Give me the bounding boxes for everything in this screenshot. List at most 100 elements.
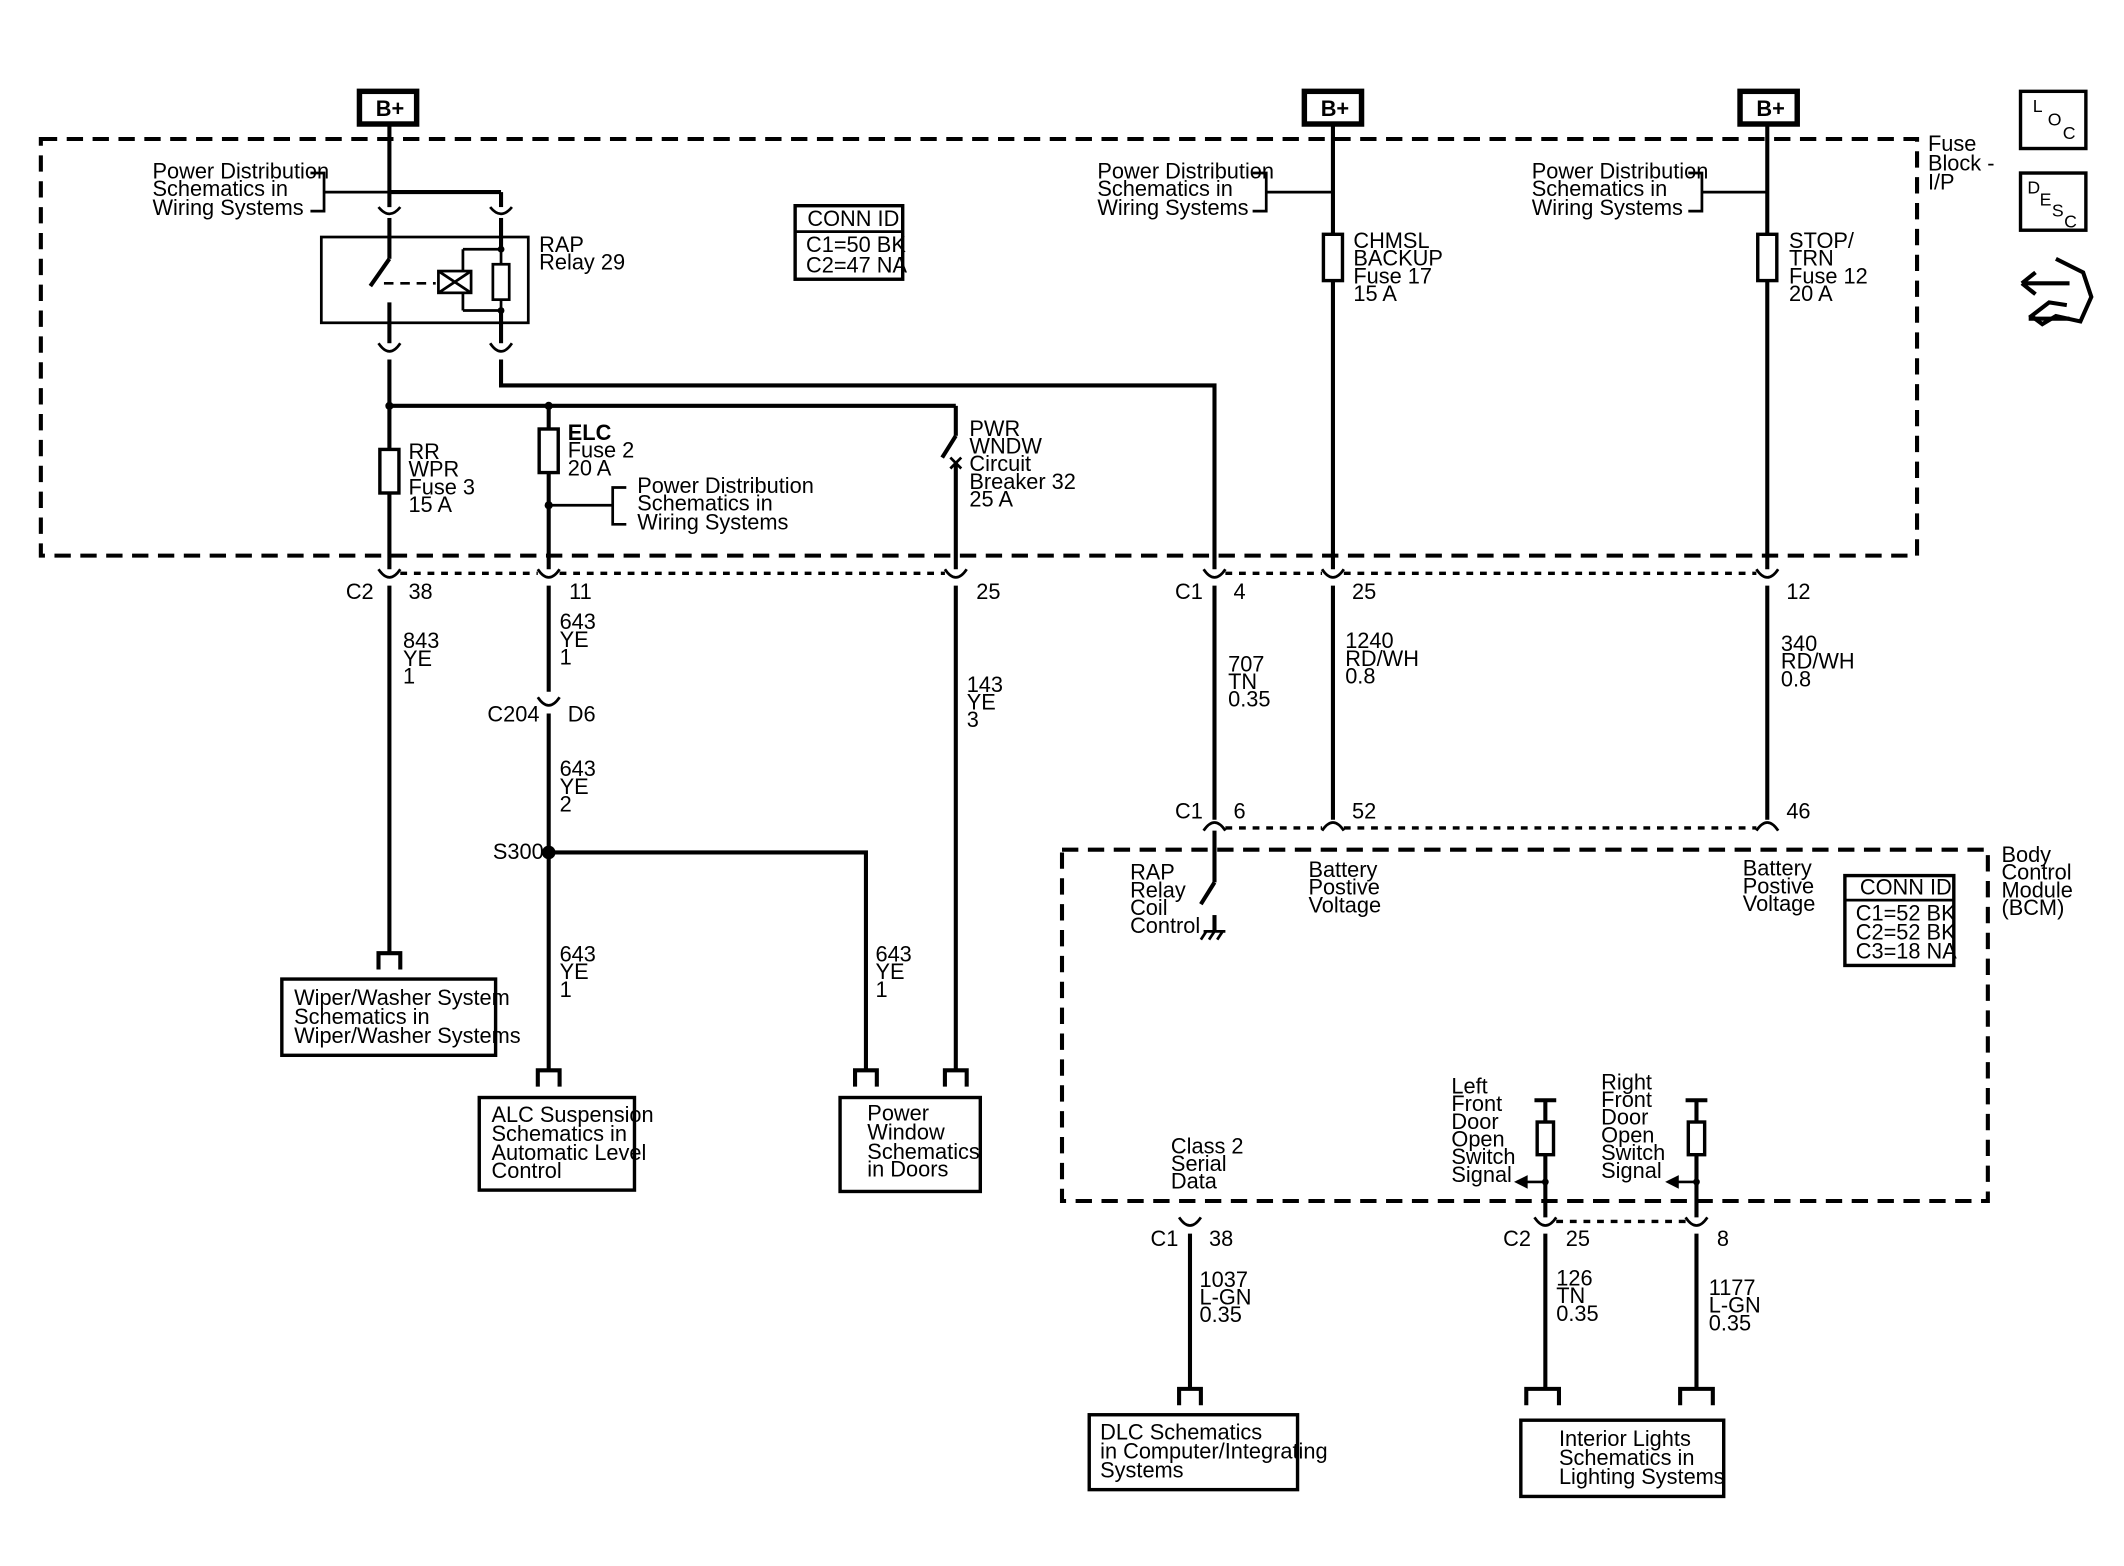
fuse-elc-label: ELC Fuse 2 20 A — [568, 420, 635, 480]
svg-text:38: 38 — [1209, 1226, 1233, 1251]
desc-button[interactable]: D E S C — [2018, 171, 2088, 232]
battery-voltage-label-1: Battery Postive Voltage — [1308, 857, 1381, 917]
connector-tool-icon[interactable] — [2020, 256, 2094, 327]
svg-text:C: C — [2063, 123, 2076, 143]
svg-text:Wiring Systems: Wiring Systems — [1097, 195, 1248, 220]
svg-text:Control: Control — [2001, 860, 2071, 885]
fuse-block-boundary — [38, 136, 1920, 558]
svg-text:Class 2: Class 2 — [1171, 1133, 1244, 1158]
fuse-rr-wpr-label: RR WPR Fuse 3 15 A — [408, 439, 475, 517]
svg-text:Data: Data — [1171, 1169, 1218, 1194]
svg-text:Wiper/Washer System: Wiper/Washer System — [294, 985, 510, 1010]
svg-text:E: E — [2040, 190, 2052, 210]
svg-text:C1=52 BK: C1=52 BK — [1856, 901, 1956, 926]
svg-text:L: L — [2033, 96, 2043, 116]
svg-text:Schematics in: Schematics in — [1532, 176, 1667, 201]
wire-1037-label: 1037 L-GN 0.35 — [1200, 1267, 1252, 1327]
svg-text:340: 340 — [1781, 631, 1817, 656]
wire-643a-label: 643 YE 1 — [560, 609, 596, 669]
svg-text:S300: S300 — [493, 839, 544, 864]
right-door-signal: Right Front Door Open Switch Signal — [1601, 1069, 1708, 1218]
svg-text:643: 643 — [560, 609, 596, 634]
svg-text:RD/WH: RD/WH — [1781, 649, 1855, 674]
ref-wiper-washer[interactable]: Wiper/Washer System Schematics in Wiper/… — [280, 977, 521, 1058]
svg-text:643: 643 — [560, 756, 596, 781]
svg-text:Battery: Battery — [1743, 856, 1812, 881]
svg-text:Schematics in: Schematics in — [152, 176, 287, 201]
ref-alc-suspension[interactable]: ALC Suspension Schematics in Automatic L… — [477, 1095, 654, 1192]
svg-text:Schematics in: Schematics in — [492, 1121, 627, 1146]
svg-text:C2=52 BK: C2=52 BK — [1856, 920, 1956, 945]
svg-text:Door: Door — [1601, 1105, 1648, 1130]
svg-text:L-GN: L-GN — [1709, 1293, 1761, 1318]
svg-text:Postive: Postive — [1743, 873, 1814, 898]
svg-text:Serial: Serial — [1171, 1151, 1227, 1176]
conn-id-fuse-block: CONN ID C1=50 BK C2=47 NA — [793, 204, 908, 281]
svg-text:DLC Schematics: DLC Schematics — [1100, 1419, 1262, 1444]
svg-text:L-GN: L-GN — [1200, 1284, 1252, 1309]
bplus-right: B+ — [1737, 88, 1800, 127]
conn-id-bcm: CONN ID C1=52 BK C2=52 BK C3=18 NA — [1843, 873, 1957, 968]
svg-text:CONN ID: CONN ID — [1860, 875, 1952, 900]
ref-power-window[interactable]: Power Window Schematics in Doors — [838, 1095, 983, 1194]
svg-text:15 A: 15 A — [1353, 281, 1397, 306]
svg-text:Body: Body — [2001, 842, 2051, 867]
svg-text:Control: Control — [492, 1158, 562, 1183]
svg-text:I/P: I/P — [1928, 169, 1955, 194]
svg-text:Coil: Coil — [1130, 895, 1168, 920]
wire-relay-coil — [499, 359, 1217, 570]
svg-text:C2=47 NA: C2=47 NA — [806, 252, 908, 277]
svg-text:643: 643 — [875, 941, 911, 966]
bcm-boundary — [1059, 847, 1990, 1204]
svg-text:1: 1 — [875, 977, 887, 1002]
rap-coil-control-label: RAP Relay Coil Control — [1130, 860, 1200, 938]
svg-text:126: 126 — [1556, 1265, 1592, 1290]
svg-text:YE: YE — [403, 646, 432, 671]
ref-dlc[interactable]: DLC Schematics in Computer/Integrating S… — [1087, 1413, 1328, 1492]
svg-text:C1: C1 — [1175, 798, 1203, 823]
power-distribution-ref-left[interactable]: Power Distribution Schematics in Wiring … — [152, 158, 390, 220]
svg-text:B+: B+ — [1756, 96, 1784, 121]
svg-text:4: 4 — [1234, 579, 1246, 604]
svg-text:Front: Front — [1451, 1091, 1502, 1116]
svg-text:O: O — [2048, 109, 2062, 129]
svg-text:25: 25 — [1352, 579, 1376, 604]
svg-text:WPR: WPR — [408, 457, 459, 482]
svg-text:Open: Open — [1601, 1122, 1654, 1147]
svg-text:TN: TN — [1556, 1283, 1585, 1308]
svg-text:Voltage: Voltage — [1743, 891, 1816, 916]
svg-text:ALC Suspension: ALC Suspension — [492, 1102, 654, 1127]
left-door-signal: Left Front Door Open Switch Signal — [1451, 1073, 1557, 1218]
wire-643-splice — [548, 850, 868, 1071]
connector-c204: C204 D6 — [487, 696, 596, 727]
svg-text:D: D — [2027, 177, 2040, 197]
bcm-label: Body Control Module (BCM) — [2001, 842, 2072, 920]
svg-text:(BCM): (BCM) — [2001, 895, 2064, 920]
svg-text:CONN ID: CONN ID — [807, 206, 899, 231]
connector-c1-fuse-block: C1 4 25 12 — [1175, 568, 1811, 604]
svg-text:6: 6 — [1234, 798, 1246, 823]
svg-text:STOP/: STOP/ — [1789, 228, 1855, 253]
bplus-left: B+ — [356, 88, 420, 127]
rap-relay: RAP Relay 29 — [319, 206, 625, 353]
power-distribution-ref-elc[interactable]: Power Distribution Schematics in Wiring … — [548, 473, 814, 535]
loc-button[interactable]: L O C — [2018, 89, 2088, 151]
svg-text:Battery: Battery — [1308, 857, 1377, 882]
ref-interior-lights[interactable]: Interior Lights Schematics in Lighting S… — [1519, 1418, 1726, 1499]
power-distribution-ref-middle[interactable]: Power Distribution Schematics in Wiring … — [1097, 158, 1333, 220]
svg-text:YE: YE — [967, 689, 996, 714]
svg-text:1240: 1240 — [1345, 628, 1393, 653]
svg-text:Fuse 2: Fuse 2 — [568, 438, 635, 463]
fuse-rr-wpr — [378, 447, 401, 495]
svg-text:143: 143 — [967, 672, 1003, 697]
svg-text:20 A: 20 A — [1789, 281, 1833, 306]
svg-text:1: 1 — [403, 664, 415, 689]
svg-text:1177: 1177 — [1709, 1275, 1756, 1300]
fuse-stop-trn — [1756, 232, 1779, 283]
power-distribution-ref-right[interactable]: Power Distribution Schematics in Wiring … — [1532, 158, 1768, 220]
wire-643c-label: 643 YE 1 — [560, 941, 596, 1001]
wire-1240-label: 1240 RD/WH 0.8 — [1345, 628, 1419, 688]
svg-text:ELC: ELC — [568, 420, 612, 445]
svg-text:Schematics in: Schematics in — [637, 491, 772, 516]
connector-c1-bcm-top: C1 6 52 46 — [1175, 798, 1811, 832]
